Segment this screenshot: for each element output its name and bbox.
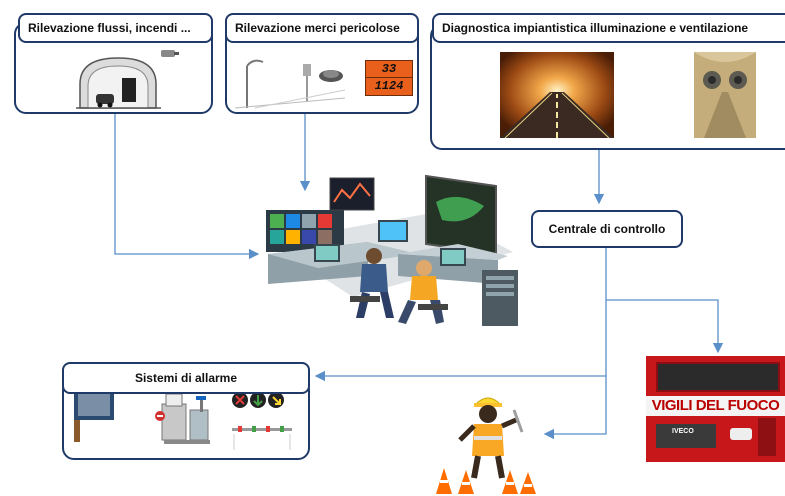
fire-truck-photo: VIGILI DEL FUOCO IVECO xyxy=(646,356,785,462)
camera-icon xyxy=(161,50,179,57)
hazard-code-top: 33 xyxy=(366,61,412,78)
truck-mirror xyxy=(758,418,776,456)
diagnostica-label: Diagnostica impiantistica illuminazione … xyxy=(442,21,749,35)
allarme-label: Sistemi di allarme xyxy=(134,371,238,385)
arrow-flussi-to-control xyxy=(114,113,260,260)
hazard-code-bottom: 1124 xyxy=(374,79,404,93)
centrale-header: Centrale di controllo xyxy=(531,210,683,248)
truck-windshield xyxy=(656,362,780,392)
variable-message-sign-icon xyxy=(74,390,114,442)
tunnel-icon xyxy=(76,57,161,109)
arrow-centrale-to-vigili xyxy=(606,299,724,354)
technician-illustration xyxy=(436,397,536,494)
diagnostica-panel xyxy=(430,24,785,150)
hazard-plate: 33 1124 xyxy=(365,60,413,96)
diagnostica-header: Diagnostica impiantistica illuminazione … xyxy=(432,13,785,43)
allarme-header: Sistemi di allarme xyxy=(62,362,310,394)
lane-signal-icons xyxy=(232,392,292,450)
merci-header: Rilevazione merci pericolose xyxy=(225,13,419,43)
centrale-label: Centrale di controllo xyxy=(548,222,666,236)
truck-label: VIGILI DEL FUOCO xyxy=(646,396,785,416)
road-sensor-icon xyxy=(235,59,345,109)
tunnel-fans-photo xyxy=(694,52,756,138)
truck-brand: IVECO xyxy=(672,428,694,435)
flussi-header: Rilevazione flussi, incendi ... xyxy=(18,13,213,43)
tunnel-lighting-photo xyxy=(500,52,614,138)
arrow-centrale-to-tecnico xyxy=(543,376,607,440)
flussi-label: Rilevazione flussi, incendi ... xyxy=(28,21,191,35)
truck-headlight xyxy=(730,428,752,440)
roadside-equipment-icon xyxy=(155,393,210,444)
merci-label: Rilevazione merci pericolose xyxy=(235,21,400,35)
control-room-illustration xyxy=(266,174,518,326)
truck-grille xyxy=(656,424,716,448)
